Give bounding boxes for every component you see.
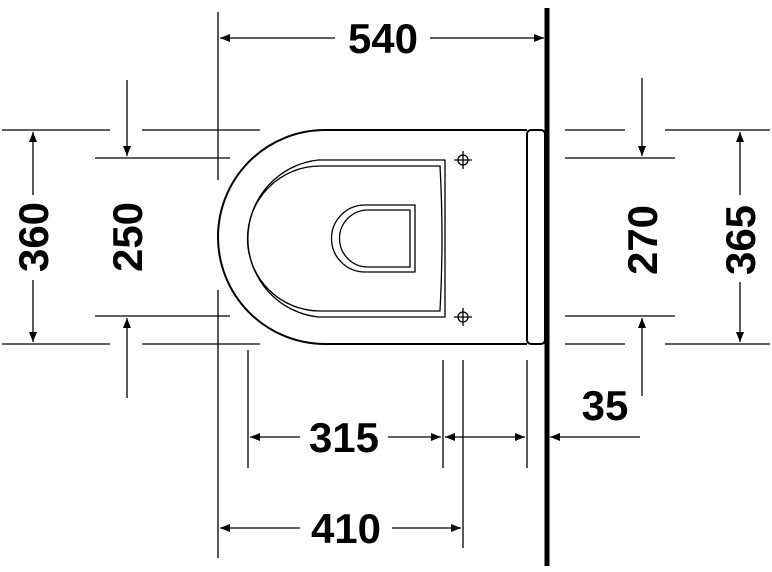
fixing-hole-icon: [454, 308, 472, 326]
bowl-opening: [330, 204, 416, 273]
label-540: 540: [348, 15, 418, 62]
fixing-hole-icon: [454, 151, 472, 169]
dimension-315: 315: [247, 350, 528, 468]
dimension-410: 410: [217, 290, 464, 558]
label-270: 270: [619, 205, 666, 275]
dimension-35: 35: [550, 382, 640, 441]
label-35: 35: [582, 382, 629, 429]
bowl-outline: [217, 129, 527, 345]
dimension-270: 270: [565, 78, 675, 396]
dimension-365: 365: [565, 129, 770, 345]
label-410: 410: [311, 505, 381, 552]
dimension-540: 540: [217, 12, 544, 180]
label-250: 250: [104, 202, 151, 272]
label-365: 365: [717, 205, 764, 275]
rear-flange: [526, 129, 546, 345]
dimension-360: 360: [2, 129, 260, 345]
seat-inner: [246, 165, 443, 312]
label-315: 315: [309, 414, 379, 461]
label-360: 360: [10, 202, 57, 272]
dimension-250: 250: [95, 80, 230, 398]
bowl-opening-inner: [338, 209, 411, 268]
